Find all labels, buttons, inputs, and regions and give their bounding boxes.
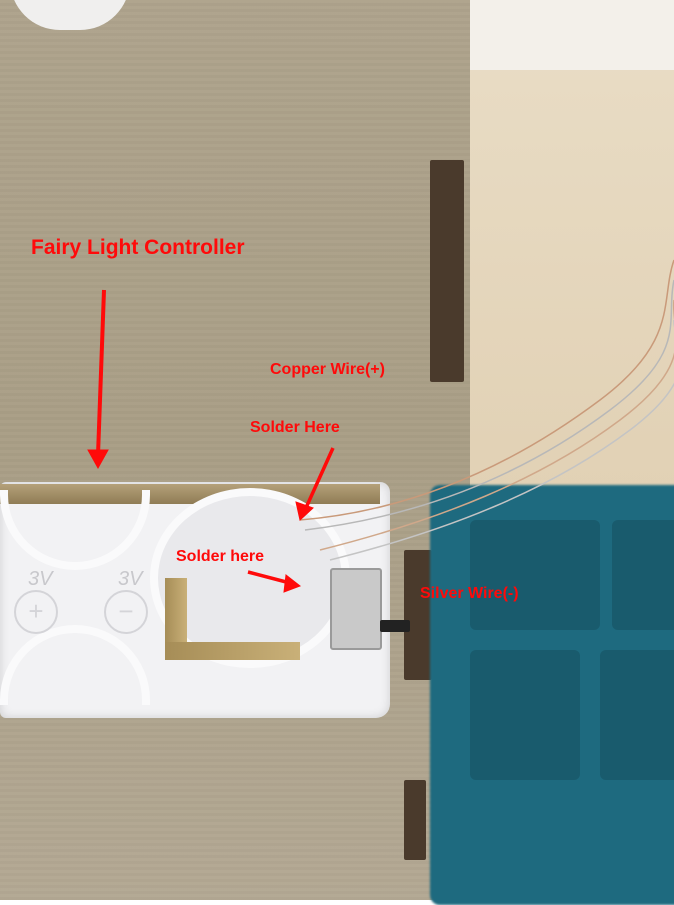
plus-icon: + bbox=[14, 590, 58, 634]
voltage-mark-right: 3V bbox=[118, 568, 143, 590]
annotation-copper-wire: Copper Wire(+) bbox=[270, 361, 385, 378]
voltage-mark-left: 3V bbox=[28, 568, 53, 590]
arrow-solder-upper bbox=[303, 447, 335, 511]
arrow-to-controller bbox=[96, 289, 106, 456]
annotation-solder-upper: Solder Here bbox=[250, 419, 340, 436]
tray-cell bbox=[612, 520, 674, 630]
wood-tab-lower bbox=[404, 780, 426, 860]
tray-cell bbox=[470, 650, 580, 780]
annotation-silver-wire: Silver Wire(-) bbox=[420, 585, 519, 602]
minus-icon: − bbox=[104, 590, 148, 634]
arrow-solder-lower bbox=[247, 570, 291, 585]
wood-tab-upper bbox=[430, 160, 464, 382]
annotation-title: Fairy Light Controller bbox=[31, 236, 245, 259]
tray-cell bbox=[600, 650, 674, 780]
battery-contact bbox=[165, 642, 300, 660]
background-top-strip bbox=[470, 0, 674, 70]
tray-cell bbox=[470, 520, 600, 630]
wood-tab-middle bbox=[404, 550, 432, 680]
slide-switch bbox=[330, 568, 382, 650]
switch-lever bbox=[380, 620, 410, 632]
battery-contact bbox=[165, 578, 187, 660]
wood-panel bbox=[0, 0, 470, 900]
annotation-solder-lower: Solder here bbox=[176, 548, 265, 565]
arrows bbox=[87, 289, 335, 593]
wire-bundle bbox=[299, 259, 674, 561]
